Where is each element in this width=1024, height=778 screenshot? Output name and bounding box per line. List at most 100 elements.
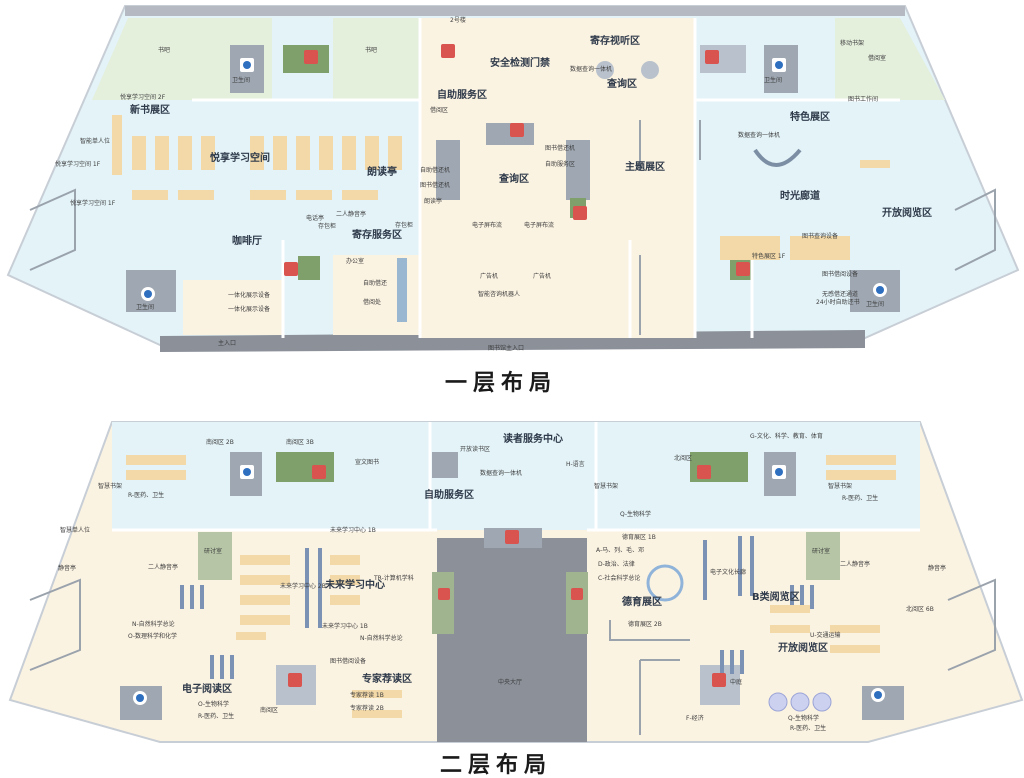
stairs-icon <box>505 530 519 544</box>
map-label: C-社会科学总论 <box>598 574 640 582</box>
floor-1-desks <box>112 115 890 260</box>
map-label: 广告机 <box>533 272 551 280</box>
floor-2-title: 二层布局 <box>440 752 552 778</box>
stairs-icon <box>697 465 711 479</box>
map-label: 智慧书架 <box>594 482 618 490</box>
map-label: 宣文图书 <box>355 458 379 466</box>
map-label: N-自然科学总论 <box>132 620 175 628</box>
map-label: 二人静音亭 <box>148 563 178 571</box>
zone-label: 查询区 <box>498 172 529 185</box>
map-label: 图书工作间 <box>848 95 878 103</box>
floor-2-block <box>432 572 454 634</box>
floor-2-block <box>198 532 232 580</box>
map-label: H-语言 <box>566 460 585 468</box>
stairs-icon <box>288 673 302 687</box>
map-label: TR-计算机学科 <box>373 574 414 582</box>
map-label: R-医药、卫生 <box>198 712 234 720</box>
map-label: 专家荐读 1B <box>350 691 384 699</box>
stairs-icon <box>304 50 318 64</box>
zone-label: 特色展区 <box>790 110 830 123</box>
zone-label: 寄存视听区 <box>590 34 640 47</box>
zone-label: 查询区 <box>606 77 637 90</box>
restroom-icon <box>133 691 147 705</box>
map-label: F-经济 <box>686 714 704 722</box>
floor-1-green-left <box>92 18 272 100</box>
map-label: 数据查询一体机 <box>570 65 612 73</box>
floor-2-partitions <box>29 578 996 735</box>
restroom-icon <box>141 287 155 301</box>
map-label: 北阅区 <box>674 454 692 462</box>
zone-label: 未来学习中心 <box>324 578 385 591</box>
stairs-icon <box>284 262 298 276</box>
map-label: 未来学习中心 2B <box>280 582 326 590</box>
floor-1-cream-left <box>183 280 283 335</box>
map-label: 2号楼 <box>450 16 466 24</box>
map-label: 智慧单人位 <box>60 526 90 534</box>
floor-1-block <box>566 140 590 200</box>
floor-2-block <box>432 452 458 478</box>
zone-label: 开放阅览区 <box>778 641 828 654</box>
map-label: 中央大厅 <box>498 678 522 686</box>
map-label: 悦享学习空间 1F <box>55 160 101 168</box>
zone-label: 开放阅览区 <box>882 206 932 219</box>
map-label: 借阅室 <box>868 54 886 62</box>
restroom-icon <box>871 688 885 702</box>
map-label: 自助服务区 <box>545 160 575 168</box>
map-label: O-生物科学 <box>198 700 229 708</box>
map-label: 24小时自助还书 <box>816 298 860 306</box>
map-label: 图书借还机 <box>420 181 450 189</box>
zone-label: 主题展区 <box>625 160 665 173</box>
map-label: 办公室 <box>346 257 364 265</box>
floor-1-curved-display <box>753 148 802 167</box>
map-label: 书吧 <box>158 46 170 54</box>
map-label: 开放读书区 <box>460 445 490 453</box>
map-label: 一体化展示设备 <box>228 305 270 313</box>
map-label: U-交通运输 <box>810 631 841 639</box>
map-label: 图书借还机 <box>545 144 575 152</box>
map-label: 二人静音亭 <box>336 210 366 218</box>
map-label: 静音亭 <box>928 564 946 572</box>
stairs-icon <box>571 588 583 600</box>
map-label: Q-生物科学 <box>788 714 819 722</box>
map-label: 德育展区 2B <box>628 620 662 628</box>
map-label: N-自然科学总论 <box>360 634 403 642</box>
stairs-icon <box>705 50 719 64</box>
elevator-icon <box>240 58 254 72</box>
floor-1-block <box>298 256 320 280</box>
stairs-icon <box>441 44 455 58</box>
map-label: 悦享学习空间 1F <box>70 199 116 207</box>
map-label: 书吧 <box>365 46 377 54</box>
zone-label: 电子阅读区 <box>182 682 232 695</box>
zone-label: 寄存服务区 <box>352 228 402 241</box>
zone-label: B类阅览区 <box>752 590 800 603</box>
stairs-icon <box>438 588 450 600</box>
floor-1-block <box>436 140 460 200</box>
map-label: 静音亭 <box>58 564 76 572</box>
floor-2-desks <box>126 455 896 718</box>
floor-2-block <box>806 532 840 580</box>
map-label: 自助借还 <box>363 279 387 287</box>
map-label: 图书查询设备 <box>802 232 838 240</box>
restroom-icon <box>873 283 887 297</box>
floor-2-ring-display <box>646 564 684 602</box>
map-label: 研讨室 <box>812 547 830 555</box>
map-label: 一体化展示设备 <box>228 291 270 299</box>
map-label: 借阅处 <box>363 298 381 306</box>
map-label: 北阅区 6B <box>906 605 934 613</box>
map-label: 电子文化长廊 <box>710 568 746 576</box>
floor-2-round-seats <box>768 692 832 712</box>
zone-label: 读者服务中心 <box>503 432 563 445</box>
map-label: 南阅区 <box>260 706 278 714</box>
map-label: 图书借阅设备 <box>822 270 858 278</box>
zone-label: 时光廊道 <box>780 189 820 202</box>
map-label: 特色展区 1F <box>752 252 786 260</box>
zone-label: 朗读亭 <box>367 165 397 178</box>
map-label: 主入口 <box>218 339 236 347</box>
floor-1-round-kiosk <box>596 61 614 79</box>
zone-label: 专家荐读区 <box>362 672 412 685</box>
map-label: 朗读亭 <box>424 197 442 205</box>
map-label: 悦享学习空间 2F <box>120 93 166 101</box>
elevator-icon <box>240 465 254 479</box>
floor-2-block <box>566 572 588 634</box>
